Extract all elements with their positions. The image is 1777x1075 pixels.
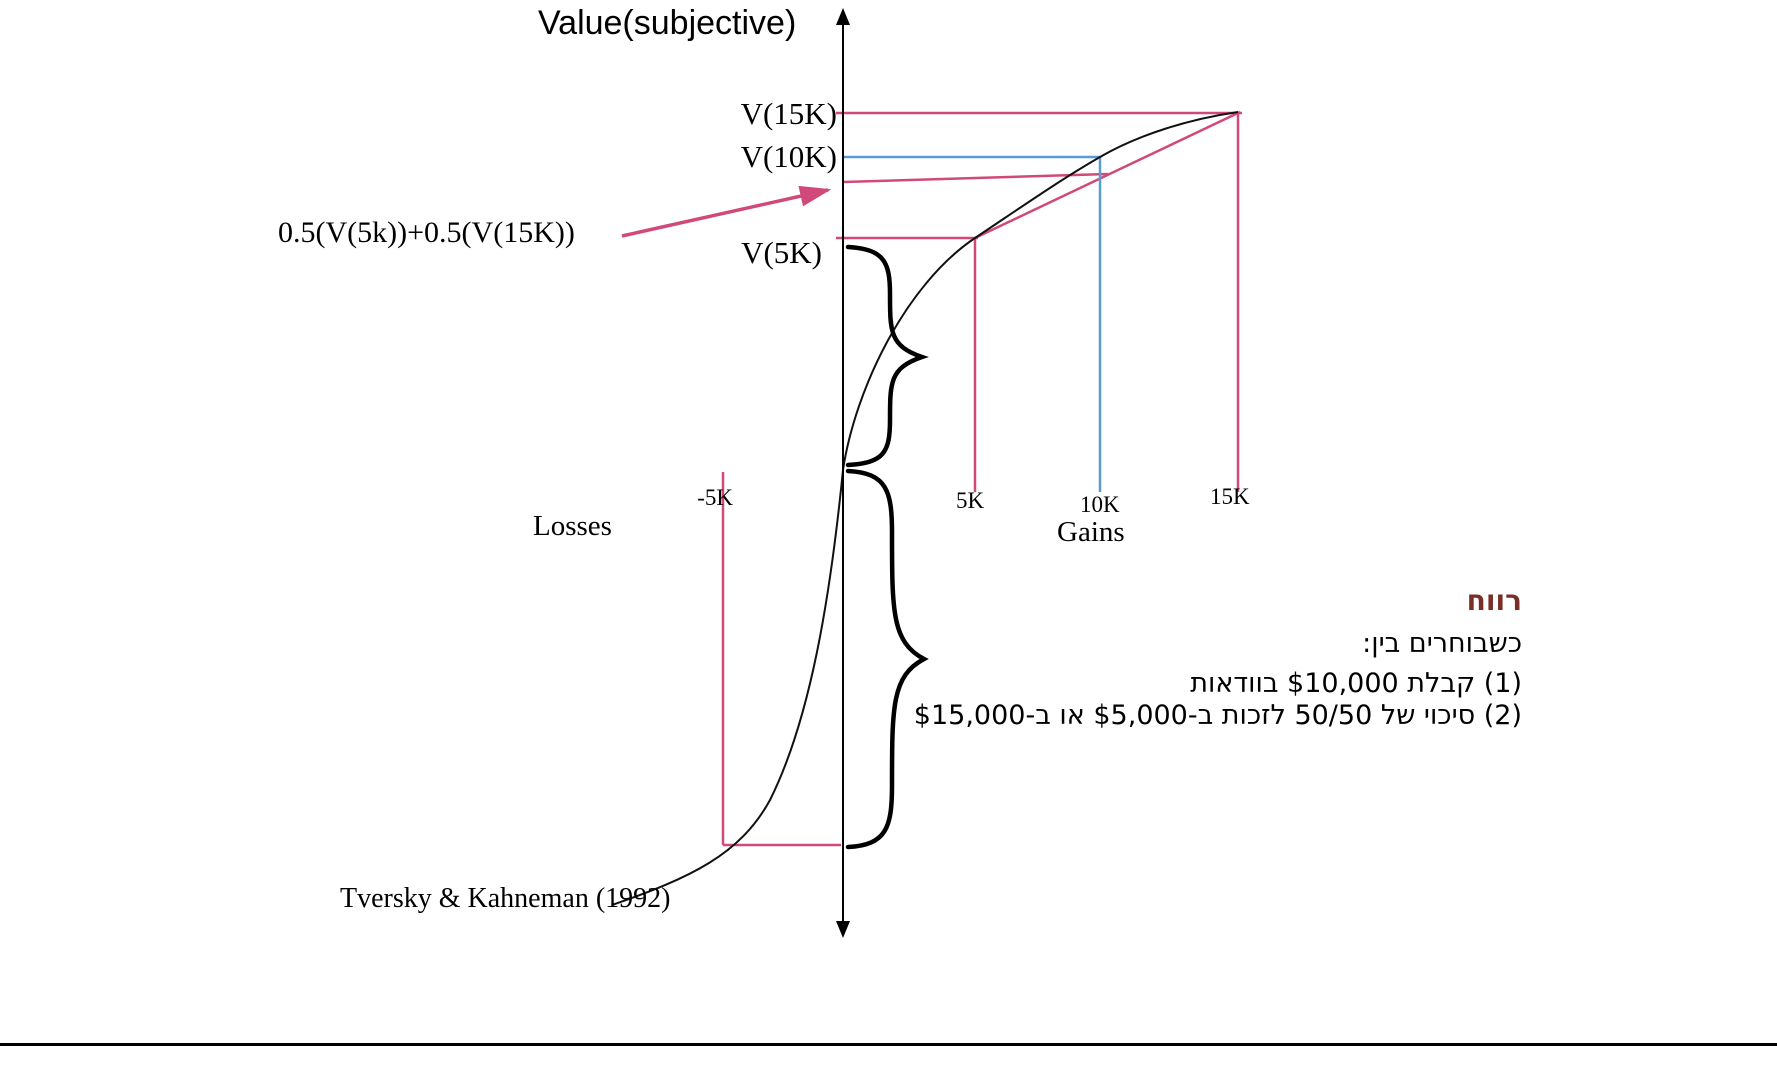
hebrew-option-2: (2) סיכוי של 50/50 לזכות ב-$5,000 או ב-$… xyxy=(913,700,1522,731)
value-function-curve xyxy=(611,111,1239,906)
tick-15k: 15K xyxy=(1210,484,1250,509)
label-v10k: V(10K) xyxy=(740,139,837,174)
label-v5k: V(5K) xyxy=(741,235,822,270)
citation: Tversky & Kahneman (1992) xyxy=(340,883,671,914)
chord-5k-15k xyxy=(974,110,1241,240)
label-expected-value: 0.5(V(5k))+0.5(V(15K)) xyxy=(278,216,575,249)
tick-10k: 10K xyxy=(1080,492,1120,517)
value-axis-arrow-down-icon xyxy=(836,921,850,938)
label-losses: Losses xyxy=(533,510,612,542)
expected-value-arrow xyxy=(621,185,832,238)
label-gains: Gains xyxy=(1057,516,1125,548)
loss-value-brace xyxy=(845,468,929,850)
axis-title: Value(subjective) xyxy=(538,4,797,42)
slide-bottom-border xyxy=(0,1043,1777,1046)
tick-5k: 5K xyxy=(956,488,985,513)
hebrew-heading: רווח xyxy=(1466,584,1522,617)
value-axis-arrow-up-icon xyxy=(836,8,850,25)
label-v15k: V(15K) xyxy=(740,96,837,131)
tick-neg5k: -5K xyxy=(697,485,733,510)
gain-value-brace xyxy=(845,244,929,468)
hebrew-option-1: (1) קבלת $10,000 בוודאות xyxy=(1190,668,1522,699)
guide-expected-value-horizontal xyxy=(842,172,1109,184)
hebrew-intro: כשבוחרים בין: xyxy=(1362,628,1522,659)
